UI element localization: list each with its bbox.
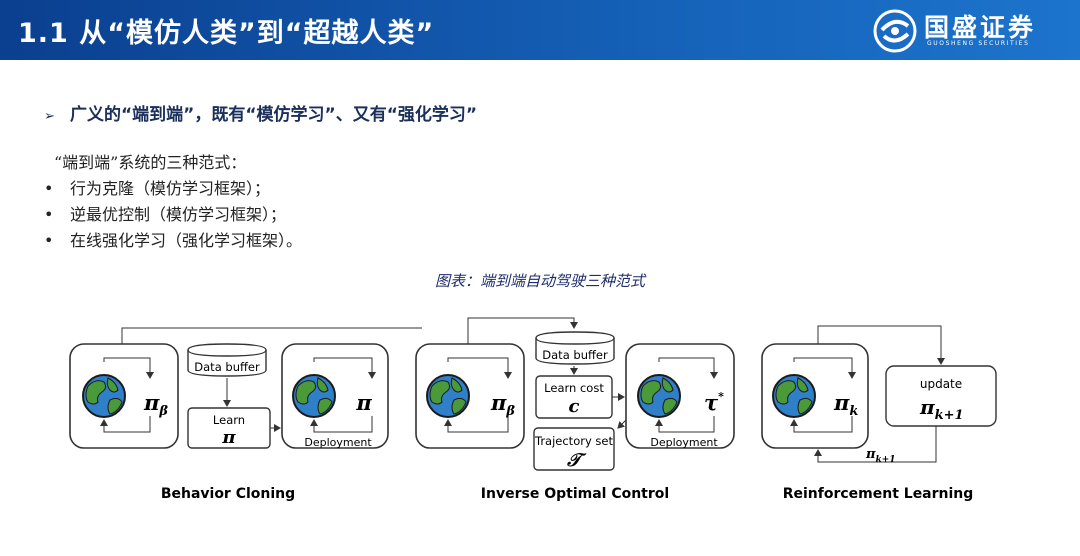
bullet-dot-icon: • [44, 231, 54, 250]
learn-symbol: π [221, 427, 236, 448]
panel-title: Behavior Cloning [161, 486, 295, 502]
list-item: • 在线强化学习（强化学习框架）。 [44, 228, 302, 254]
body-intro: “端到端”系统的三种范式： [54, 153, 247, 172]
panel-title: Inverse Optimal Control [481, 486, 669, 502]
figure-caption: 图表：端到端自动驾驶三种范式 [434, 272, 645, 290]
earth-icon [292, 374, 336, 418]
earth-icon [772, 374, 816, 418]
section-heading-text: 广义的“端到端”，既有“模仿学习”、又有“强化学习” [70, 105, 478, 125]
deployment-label: Deployment [304, 436, 372, 449]
policy-symbol: πβ [490, 390, 515, 419]
list-item-text: 行为克隆（模仿学习框架）； [70, 179, 271, 198]
logo-brand-text: 国盛证券 [924, 13, 1037, 42]
learn-label: Learn [213, 413, 245, 427]
paradigms-diagram: πβ Data buffer Learn π π Deployment Beha… [69, 317, 997, 502]
update-box [885, 365, 997, 427]
data-buffer-cylinder [187, 343, 267, 377]
bullet-dot-icon: • [44, 179, 54, 198]
cost-symbol: c [569, 396, 580, 417]
page-title: 1.1 从“模仿人类”到“超越人类” [18, 18, 435, 49]
earth-icon [426, 374, 470, 418]
trajectory-set-box [533, 427, 615, 471]
update-symbol: πk+1 [919, 395, 964, 423]
list-item: • 逆最优控制（模仿学习框架）； [44, 202, 302, 228]
data-buffer-label: Data buffer [194, 360, 260, 374]
earth-icon [637, 374, 681, 418]
target-symbol: π [355, 390, 372, 415]
panel-reinforcement-learning: πk update πk+1 πk+1 Reinforcement Learni… [761, 325, 997, 502]
panel-behavior-cloning: πβ Data buffer Learn π π Deployment Beha… [69, 327, 422, 502]
policy-symbol: πβ [143, 390, 168, 419]
data-buffer-label: Data buffer [542, 348, 608, 362]
header-bar: 1.1 从“模仿人类”到“超越人类” 国盛证券 GUOSHENG SECURIT… [0, 0, 1080, 60]
target-symbol: τ* [704, 390, 724, 415]
update-label: update [920, 377, 962, 391]
deployment-label: Deployment [650, 436, 718, 449]
panel-inverse-optimal-control: πβ Data buffer Learn cost c Trajectory s… [415, 317, 735, 502]
data-buffer-cylinder [535, 331, 615, 365]
feedback-symbol: πk+1 [865, 447, 896, 465]
policy-symbol: πk [833, 390, 858, 419]
logo-mark-icon [873, 9, 917, 53]
env-box [415, 343, 525, 449]
list-item-text: 在线强化学习（强化学习框架）。 [70, 231, 303, 250]
body-text: “端到端”系统的三种范式： • 行为克隆（模仿学习框架）； • 逆最优控制（模仿学习… [44, 150, 302, 254]
guosheng-logo: 国盛证券 GUOSHENG SECURITIES [872, 8, 1072, 54]
panel-title: Reinforcement Learning [783, 486, 974, 502]
logo-brand-en: GUOSHENG SECURITIES [927, 40, 1030, 47]
learn-cost-label: Learn cost [544, 381, 604, 395]
list-item-text: 逆最优控制（模仿学习框架）； [70, 205, 287, 224]
trajectory-set-label: Trajectory set [534, 434, 614, 448]
list-item: • 行为克隆（模仿学习框架）； [44, 176, 302, 202]
chevron-right-icon: ➢ [44, 109, 55, 124]
section-heading: ➢ 广义的“端到端”，既有“模仿学习”、又有“强化学习” [44, 100, 477, 125]
bullet-dot-icon: • [44, 205, 54, 224]
earth-icon [82, 374, 126, 418]
